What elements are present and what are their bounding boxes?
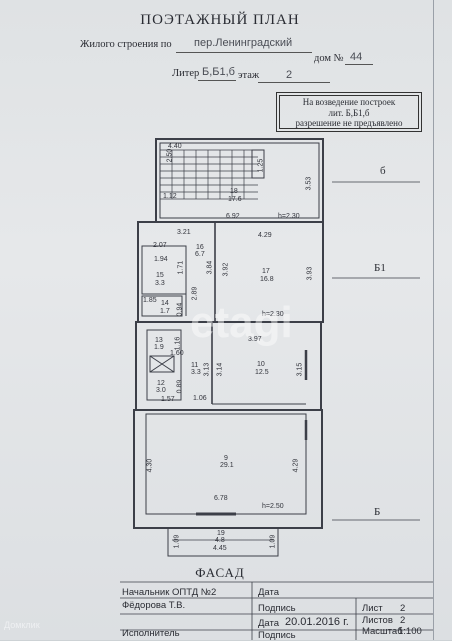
litera-value: Б,Б1,б bbox=[202, 66, 235, 78]
room-no-11: 11 bbox=[191, 362, 199, 369]
room-no-9: 9 bbox=[224, 455, 228, 462]
house-number: 44 bbox=[350, 51, 363, 63]
room-no-15: 15 bbox=[156, 272, 164, 279]
dim-label: 2.07 bbox=[153, 242, 167, 249]
dim-label: 1.06 bbox=[193, 395, 207, 402]
sign-label: Подпись bbox=[258, 603, 296, 614]
dim-label: 6.78 bbox=[214, 495, 228, 502]
room-area-12: 3.0 bbox=[156, 387, 166, 394]
building-label: Жилого строения по bbox=[80, 39, 172, 50]
litera-mark-b-small: б bbox=[380, 165, 386, 177]
sheet-border bbox=[433, 0, 434, 640]
sheet-label: Лист bbox=[362, 603, 383, 614]
sheets-label: Листов bbox=[362, 615, 393, 626]
sheet-value: 2 bbox=[400, 603, 406, 614]
room-no-18: 18 bbox=[230, 188, 238, 195]
room-no-14: 14 bbox=[161, 300, 169, 307]
sign-label-2: Подпись bbox=[258, 630, 296, 641]
scale-label: Масштаб bbox=[362, 626, 403, 637]
etagi-watermark: etagi bbox=[190, 298, 293, 347]
dim-label: 1.94 bbox=[154, 256, 168, 263]
dim-label: h=2.30 bbox=[278, 213, 300, 220]
litera-mark-b1: Б1 bbox=[374, 262, 386, 274]
room-no-16: 16 bbox=[196, 244, 204, 251]
scale-value: 1:100 bbox=[398, 626, 422, 637]
dim-label: 1.12 bbox=[163, 193, 177, 200]
room-area-11: 3.3 bbox=[191, 369, 201, 376]
dim-label: 1.60 bbox=[170, 350, 184, 357]
dim-label: 6.92 bbox=[226, 213, 240, 220]
notice-box: На возведение построек лит. Б,Б1,б разре… bbox=[276, 92, 422, 132]
room-area-17: 16.8 bbox=[260, 276, 274, 283]
date-label: Дата bbox=[258, 587, 280, 598]
date-label-2: Дата bbox=[258, 618, 280, 629]
room-no-17: 17 bbox=[262, 268, 270, 275]
room-area-16: 6.7 bbox=[195, 251, 205, 258]
dim-label: 4.29 bbox=[258, 232, 272, 239]
dim-label: h=2.50 bbox=[262, 503, 284, 510]
room-area-9: 29.1 bbox=[220, 462, 234, 469]
room-area-13: 1.9 bbox=[154, 344, 164, 351]
notice-line-1: На возведение построек bbox=[302, 97, 396, 107]
room-area-15: 3.3 bbox=[155, 280, 165, 287]
floor-value: 2 bbox=[286, 69, 293, 81]
chief-label: Начальник ОПТД №2 bbox=[122, 587, 217, 598]
dim-label: 1.85 bbox=[143, 297, 157, 304]
room-area-19: 4.8 bbox=[215, 537, 225, 544]
domclick-badge: Домклик bbox=[4, 620, 40, 630]
room-area-10: 12.5 bbox=[255, 369, 269, 376]
dim-label: 4.45 bbox=[213, 545, 227, 552]
room-no-19: 19 bbox=[217, 530, 225, 537]
room-no-12: 12 bbox=[157, 380, 165, 387]
page-title: ПОЭТАЖНЫЙ ПЛАН bbox=[140, 12, 300, 28]
dim-label: 3.97 bbox=[248, 336, 262, 343]
room-no-13: 13 bbox=[155, 337, 163, 344]
date-value: 20.01.2016 г. bbox=[285, 616, 349, 628]
floor-label: этаж bbox=[238, 70, 260, 81]
chief-name: Фёдорова Т.В. bbox=[122, 600, 186, 611]
room-area-18: 17.6 bbox=[228, 196, 242, 203]
dim-label: 1.57 bbox=[161, 396, 175, 403]
litera-label: Литер bbox=[172, 68, 200, 79]
dim-label: 4.40 bbox=[168, 143, 182, 150]
dim-label: h=2.30 bbox=[262, 311, 284, 318]
room-no-10: 10 bbox=[257, 361, 265, 368]
sheets-value: 2 bbox=[400, 615, 406, 626]
street-value: пер.Ленинградский bbox=[194, 37, 293, 49]
facade-label: ФАСАД bbox=[195, 565, 245, 580]
room-area-14: 1.7 bbox=[160, 308, 170, 315]
notice-line-3: разрешение не предъявлено bbox=[295, 118, 403, 128]
litera-mark-b: Б bbox=[374, 506, 381, 518]
notice-line-2: лит. Б,Б1,б bbox=[328, 107, 370, 118]
executor-label: Исполнитель bbox=[122, 628, 180, 639]
house-label: дом № bbox=[314, 53, 344, 64]
dim-label: 3.21 bbox=[177, 229, 191, 236]
